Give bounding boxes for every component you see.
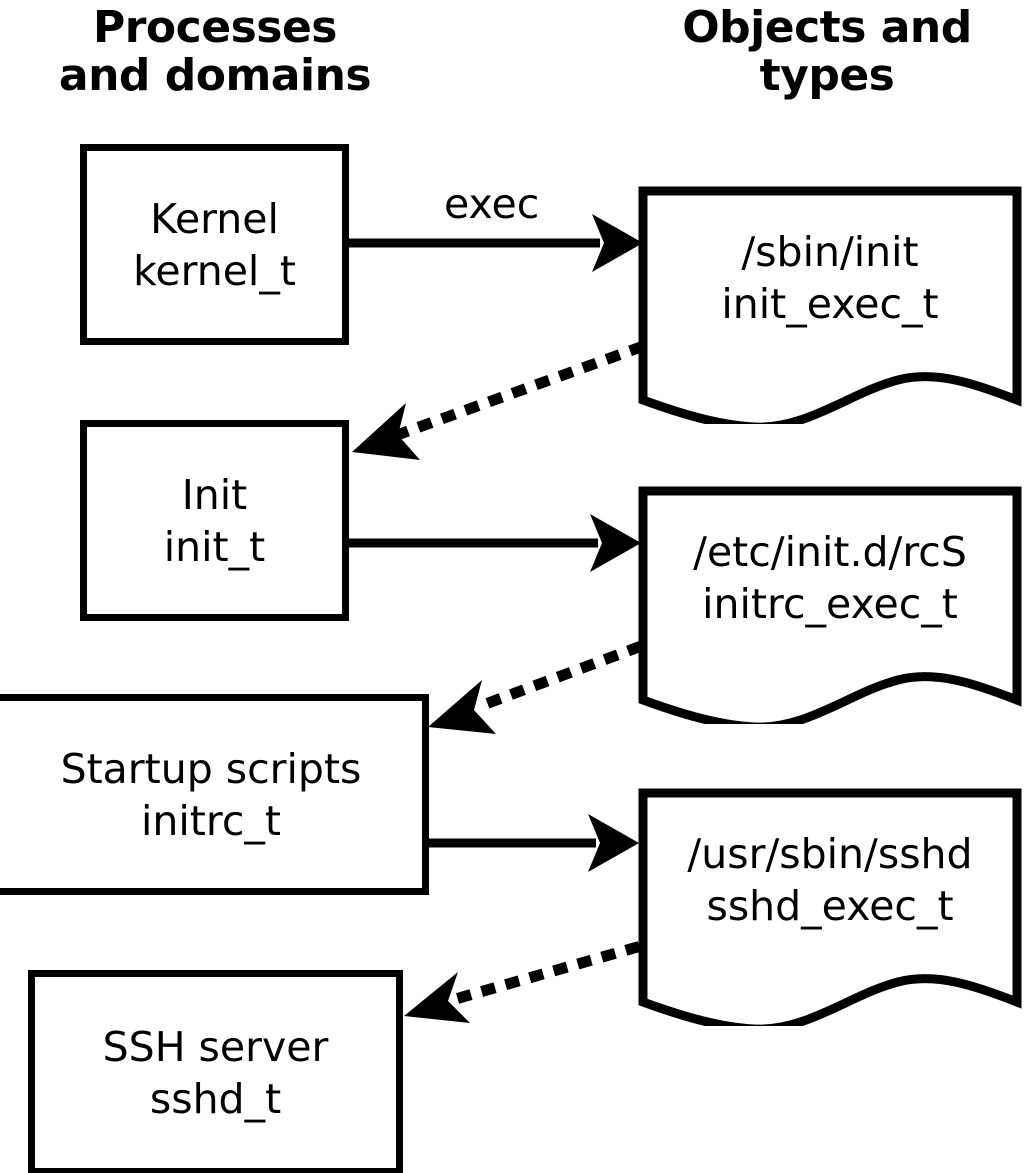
object-document-initrc-exec[interactable]: /etc/init.d/rcS initrc_exec_t xyxy=(636,484,1024,724)
edge-label-exec: exec xyxy=(444,180,540,228)
process-name-sshd: SSH server xyxy=(102,1022,329,1071)
process-type-sshd: sshd_t xyxy=(149,1074,282,1123)
process-type-kernel: kernel_t xyxy=(133,246,296,295)
column-heading-processes: Processes and domains xyxy=(58,2,372,101)
process-name-kernel: Kernel xyxy=(150,194,279,243)
object-document-sshd-exec[interactable]: /usr/sbin/sshd sshd_exec_t xyxy=(636,786,1024,1026)
process-name-init: Init xyxy=(181,470,248,519)
edge-init-exec-initrc xyxy=(349,514,641,572)
edge-sshdexec-to-sshd xyxy=(404,941,641,1023)
process-type-initrc: initrc_t xyxy=(141,796,281,845)
process-type-init: init_t xyxy=(163,522,266,571)
edge-initexec-to-init xyxy=(352,340,646,460)
edge-initrc-exec-sshd xyxy=(428,814,639,872)
edge-initrcexec-to-initrc xyxy=(428,640,644,734)
process-name-initrc: Startup scripts xyxy=(60,744,362,793)
object-document-init-exec[interactable]: /sbin/init init_exec_t xyxy=(636,184,1024,424)
process-box-kernel[interactable]: Kernel kernel_t xyxy=(80,144,349,345)
process-box-startup-scripts[interactable]: Startup scripts initrc_t xyxy=(0,694,429,895)
process-box-ssh-server[interactable]: SSH server sshd_t xyxy=(28,970,403,1173)
process-box-init[interactable]: Init init_t xyxy=(80,420,349,621)
column-heading-objects: Objects and types xyxy=(682,2,972,101)
